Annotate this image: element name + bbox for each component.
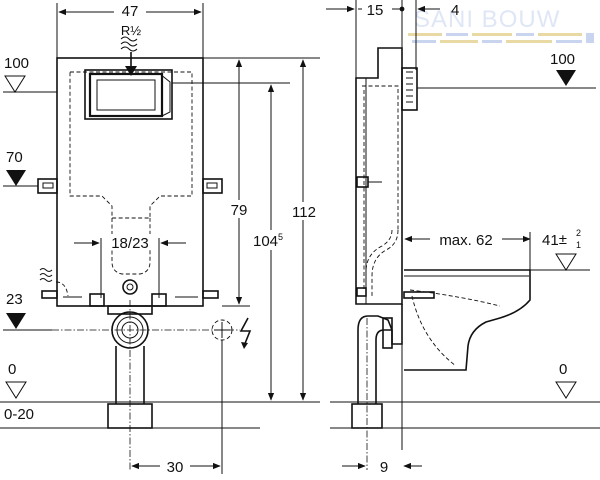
installation-frame — [56, 57, 204, 307]
max-62-label: max. 62 — [439, 232, 492, 249]
height-104-label: 1045 — [253, 232, 283, 250]
bottom-dimension-label: 30 — [167, 459, 184, 476]
electrical-connection-icon — [211, 317, 252, 349]
right-foot — [202, 290, 219, 299]
front-view: 47 R½ — [0, 2, 321, 476]
level-23-label: 23 — [6, 291, 23, 308]
left-bracket — [37, 178, 58, 194]
height-112-dimension: 112 — [287, 59, 321, 401]
drain-elbow — [351, 304, 403, 470]
depth-9-label: 9 — [380, 459, 388, 476]
inlet-label: R½ — [121, 23, 141, 38]
depth-4-dimension: 4 — [399, 2, 459, 19]
level-70-marker: 70 — [3, 149, 38, 187]
water-connection-icon — [39, 268, 69, 297]
side-level-100-marker: 100 — [417, 51, 596, 89]
level-100-label: 100 — [4, 55, 29, 72]
height-104-dimension: 1045 — [250, 84, 294, 401]
level-70-label: 70 — [6, 149, 23, 166]
drain-pipe — [107, 300, 153, 470]
cistern-outline — [69, 71, 193, 219]
brand-logo-stripes — [408, 33, 594, 43]
height-41-pm: ± — [559, 231, 567, 248]
height-104-main: 104 — [253, 233, 278, 250]
height-41-sup: 2 — [576, 228, 581, 238]
height-79-dimension: 79 — [226, 59, 252, 305]
width-dimension-label: 47 — [122, 3, 139, 20]
max-62-dimension: max. 62 — [404, 230, 531, 249]
distance-dimension-label: 18/23 — [111, 235, 149, 252]
side-view: 15 4 — [326, 0, 600, 476]
bottom-dimension: 30 — [131, 340, 223, 476]
height-104-sup: 5 — [278, 232, 283, 242]
right-bracket — [202, 178, 223, 194]
water-inlet-icon — [120, 36, 138, 76]
depth-4-label: 4 — [451, 2, 459, 19]
brand-logo-text: SANI BOUW — [414, 6, 560, 33]
height-79-label: 79 — [231, 202, 248, 219]
level-0-20-label: 0-20 — [4, 406, 34, 423]
frame-side — [355, 47, 403, 305]
left-foot — [41, 290, 58, 299]
flush-plate-opening — [84, 69, 173, 120]
side-level-0-label: 0 — [559, 361, 567, 378]
level-0-label: 0 — [8, 361, 16, 378]
level-23-marker: 23 — [3, 291, 52, 331]
side-level-0-marker: 0 — [555, 361, 577, 399]
height-41-sub: 1 — [576, 240, 581, 250]
depth-9-dimension: 9 — [342, 459, 422, 476]
level-0-marker: 0 — [5, 361, 27, 399]
flush-plate-side — [401, 67, 418, 111]
brand-logo: SANI BOUW — [408, 6, 594, 43]
height-112-label: 112 — [292, 204, 316, 221]
height-41-main: 41 — [542, 232, 559, 249]
wc-pan — [403, 269, 531, 371]
depth-15-dimension: 15 — [326, 1, 400, 19]
level-100-marker: 100 — [3, 55, 57, 93]
height-41-label: 41± — [542, 231, 567, 249]
height-41-dimension: 41± 2 1 — [530, 228, 590, 271]
width-dimension: 47 — [56, 2, 204, 60]
depth-15-label: 15 — [367, 2, 384, 19]
distance-dimension: 18/23 — [74, 234, 186, 298]
side-level-100-label: 100 — [550, 51, 575, 68]
